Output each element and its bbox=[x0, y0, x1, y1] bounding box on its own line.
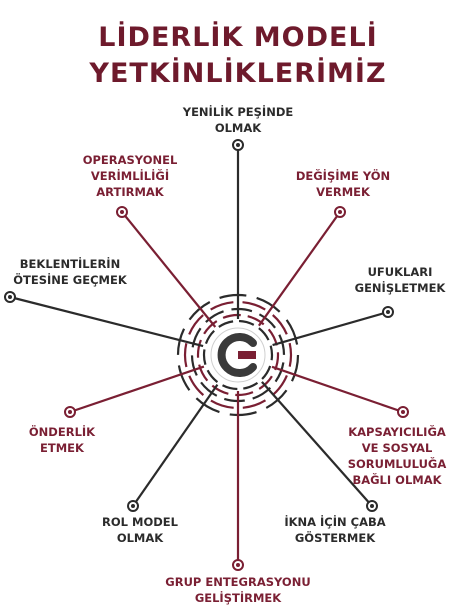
spoke-end-dot-core-yenilik bbox=[236, 143, 240, 147]
concentric-ring bbox=[202, 319, 274, 391]
competency-label-line: OLMAK bbox=[214, 121, 262, 135]
competency-label-line: DEĞİŞİME YÖN bbox=[295, 169, 391, 183]
competency-label-line: ROL MODEL bbox=[102, 515, 178, 529]
spoke-line-operasyonel bbox=[121, 211, 217, 328]
c-logo-icon bbox=[217, 333, 257, 377]
c-logo-arc bbox=[217, 333, 257, 377]
competency-label-grup: GRUP ENTEGRASYONU GELİŞTİRMEK bbox=[150, 574, 326, 606]
competency-label-kapsayicilik: KAPSAYICILIĞA VE SOSYAL SORUMLULUĞA BAĞLI O… bbox=[322, 424, 472, 488]
spoke-end-dot-core-operasyonel bbox=[120, 210, 124, 214]
competency-label-line: BEKLENTİLERİN bbox=[19, 257, 121, 271]
spoke-end-dot-core-degisim bbox=[338, 210, 342, 214]
spoke-line-degisim bbox=[258, 211, 341, 327]
competency-label-line: VERİMLİLİĞİ bbox=[90, 169, 170, 183]
competency-label-degisim: DEĞİŞİME YÖN VERMEK bbox=[268, 168, 418, 200]
title-line-2: YETKİNLİKLERİMİZ bbox=[89, 58, 387, 89]
spoke-end-dot-core-ufuk bbox=[386, 310, 390, 314]
spoke-end-dot-core-beklenti bbox=[8, 295, 12, 299]
competency-label-line: OPERASYONEL bbox=[82, 153, 178, 167]
title-line-1: LİDERLİK MODELİ bbox=[98, 22, 378, 53]
competency-label-line: ÖNDERLİK bbox=[28, 425, 96, 439]
c-logo-bar bbox=[238, 351, 256, 359]
competency-label-line: VERMEK bbox=[316, 185, 370, 199]
competency-label-line: VE SOSYAL bbox=[361, 441, 433, 455]
competency-label-line: ETMEK bbox=[40, 441, 84, 455]
competency-label-line: UFUKLARI bbox=[367, 265, 433, 279]
competency-label-line: BAĞLI OLMAK bbox=[352, 473, 442, 487]
spoke-line-onderlik bbox=[69, 365, 205, 414]
spoke-end-dot-core-rol bbox=[131, 504, 135, 508]
competency-label-ufuk: UFUKLARI GENİŞLETMEK bbox=[330, 264, 470, 296]
competency-label-line: GÖSTERMEK bbox=[294, 531, 376, 545]
competency-label-line: ARTIRMAK bbox=[96, 185, 164, 199]
spoke-end-dot-core-ikna bbox=[370, 504, 374, 508]
competency-label-line: KAPSAYICILIĞA bbox=[348, 425, 446, 439]
competency-label-rol: ROL MODEL OLMAK bbox=[70, 514, 210, 546]
competency-label-line: GENİŞLETMEK bbox=[354, 281, 446, 295]
competency-label-line: OLMAK bbox=[116, 531, 164, 545]
spoke-end-dot-core-onderlik bbox=[68, 410, 72, 414]
competency-label-yenilik: YENİLİK PEŞİNDE OLMAK bbox=[150, 104, 326, 136]
spoke-end-dot-core-grup bbox=[236, 563, 240, 567]
competency-label-line: GRUP ENTEGRASYONU bbox=[165, 575, 311, 589]
competency-label-ikna: İKNA İÇİN ÇABA GÖSTERMEK bbox=[265, 514, 405, 546]
competency-label-line: YENİLİK PEŞİNDE bbox=[182, 105, 294, 119]
spoke-line-kapsayicilik bbox=[271, 365, 404, 414]
spoke-line-ikna bbox=[261, 381, 373, 507]
spoke-end-dot-core-kapsayicilik bbox=[401, 410, 405, 414]
competency-label-onderlik: ÖNDERLİK ETMEK bbox=[12, 424, 112, 456]
competency-label-line: GELİŞTİRMEK bbox=[194, 591, 282, 605]
competency-label-beklenti: BEKLENTİLERİN ÖTESİNE GEÇMEK bbox=[0, 256, 140, 288]
concentric-ring bbox=[183, 300, 293, 410]
spoke-line-ufuk bbox=[272, 310, 389, 347]
competency-label-line: ÖTESİNE GEÇMEK bbox=[13, 273, 127, 287]
competency-label-operasyonel: OPERASYONEL VERİMLİLİĞİ ARTIRMAK bbox=[60, 152, 200, 200]
competency-label-line: İKNA İÇİN ÇABA bbox=[284, 515, 386, 529]
competency-label-line: SORUMLULUĞA bbox=[347, 457, 447, 471]
spoke-line-rol bbox=[132, 383, 219, 507]
spoke-line-beklenti bbox=[9, 295, 204, 348]
